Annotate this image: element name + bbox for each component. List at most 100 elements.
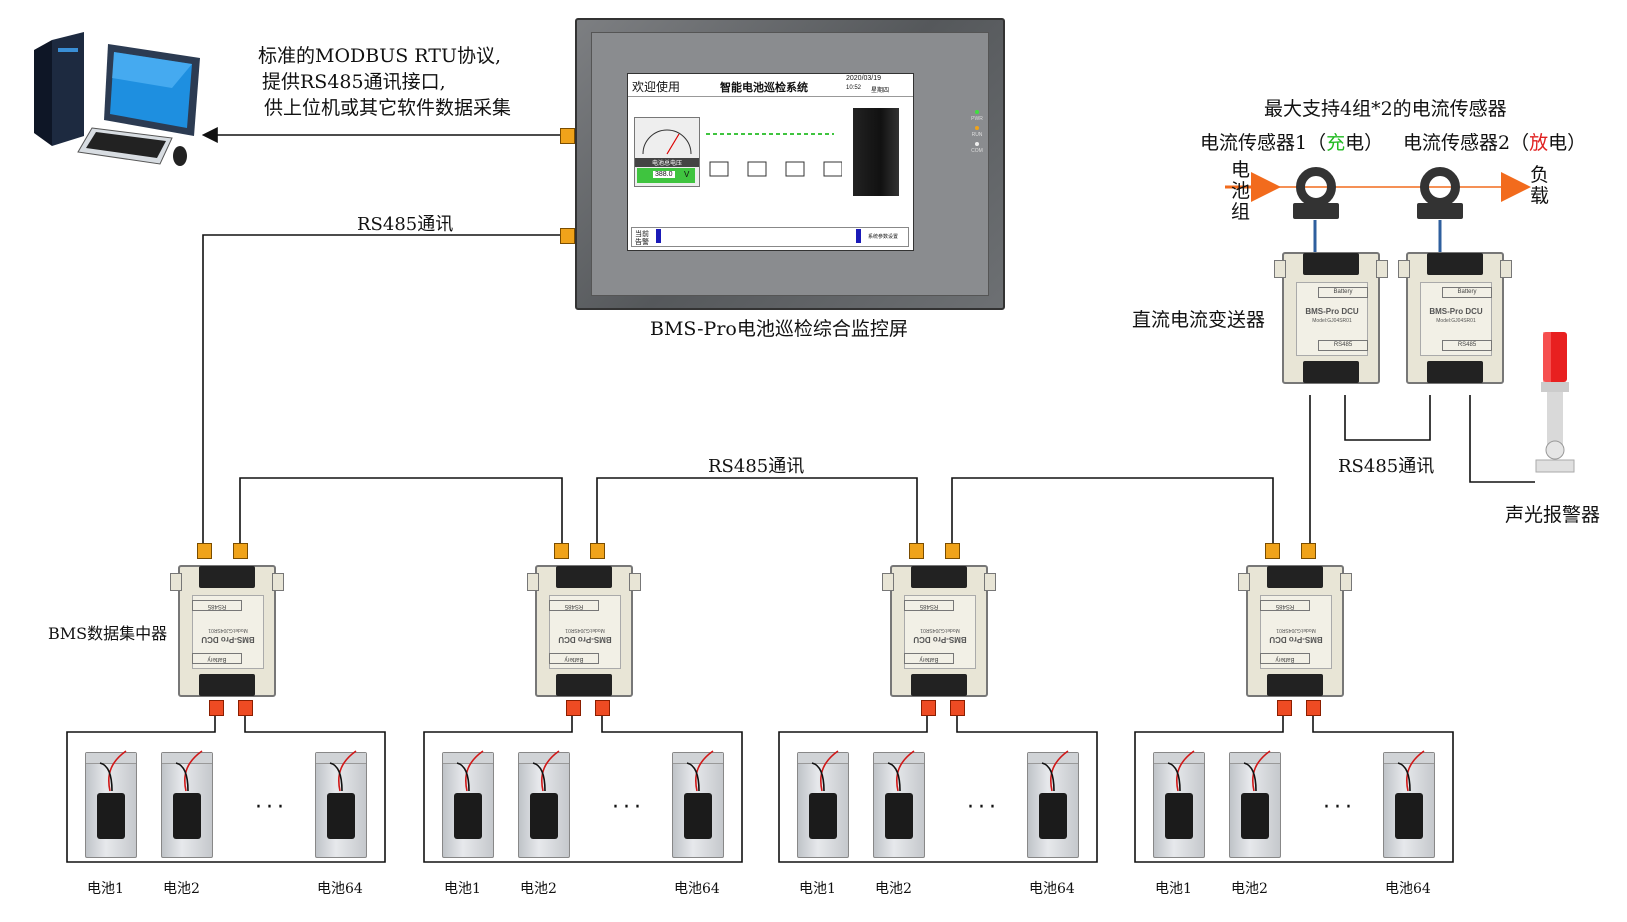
monitor-port-pc — [560, 128, 575, 144]
rs485-tag: RS485 — [1260, 600, 1310, 611]
battery-sensor-icon — [1241, 793, 1269, 839]
device-model: Model:GJ04SR01 — [1312, 318, 1352, 324]
battery-tag: Battery — [1260, 653, 1310, 664]
rs485-tag: RS485 — [1442, 340, 1492, 351]
device-model: Model:GJ04SR01 — [565, 627, 605, 633]
rs485-tag: RS485 — [549, 600, 599, 611]
rs485-chain-3 — [951, 477, 1274, 544]
pc-note-line1: 标准的MODBUS RTU协议, — [258, 45, 501, 67]
gauge-dial-icon — [642, 129, 692, 155]
pc-note-line3: 供上位机或其它软件数据采集 — [264, 97, 512, 119]
cabinet-icon — [853, 108, 899, 196]
pc-note-line2: 提供RS485通讯接口, — [262, 71, 446, 93]
battery-sensor-icon — [97, 793, 125, 839]
concentrator-2-rs485-out — [590, 543, 605, 559]
led-pwr: PWR — [971, 116, 983, 122]
rs485-chain-2 — [596, 477, 918, 544]
battery-label: 电池1 — [1155, 881, 1192, 897]
concentrator-4-battery-pos — [1306, 700, 1321, 716]
battery-label: 电池2 — [1231, 881, 1268, 897]
battery-tag: Battery — [1442, 287, 1492, 298]
rs485-transmitter-link — [1344, 395, 1431, 441]
battery-sensor-icon — [1395, 793, 1423, 839]
battery-3-3 — [1027, 750, 1079, 858]
monitor-port-rs485 — [560, 228, 575, 244]
battery-1-1 — [85, 750, 137, 858]
battery-ellipsis: ··· — [1323, 795, 1356, 820]
rs485-label-right: RS485通讯 — [1338, 456, 1435, 477]
screen-foot-right: 系统参数设置 — [868, 234, 899, 240]
battery-2-1 — [442, 750, 494, 858]
voltage-gauge: 电池总电压 388.0 V — [634, 117, 700, 187]
battery-tag: Battery — [904, 653, 954, 664]
gauge-unit: V — [684, 170, 690, 179]
concentrator-3-rs485-in — [909, 543, 924, 559]
battery-sensor-icon — [684, 793, 712, 839]
screen-welcome: 欢迎使用 — [632, 80, 681, 94]
battery-4-3 — [1383, 750, 1435, 858]
battery-3-1 — [797, 750, 849, 858]
concentrator-1-rs485-in — [197, 543, 212, 559]
battery-sensor-icon — [809, 793, 837, 839]
battery-4-1 — [1153, 750, 1205, 858]
concentrator-3-battery-neg — [921, 700, 936, 716]
rs485-monitor-line — [202, 234, 560, 544]
device-brand: BMS-Pro DCU — [201, 635, 255, 644]
battery-loop-3 — [778, 715, 1098, 863]
battery-sensor-icon — [885, 793, 913, 839]
device-model: Model:GJ04SR01 — [1436, 318, 1476, 324]
battery-status-icon — [706, 133, 842, 177]
rs485-tag: RS485 — [1318, 340, 1368, 351]
rs485-label-top: RS485通讯 — [357, 214, 454, 235]
battery-1-3 — [315, 750, 367, 858]
screen-foot-left2: 告警 — [635, 239, 649, 246]
screen-date: 2020/03/19 — [846, 75, 882, 82]
concentrator-4-rs485-in — [1265, 543, 1280, 559]
screen-title: 智能电池巡检系统 — [720, 82, 808, 94]
battery-tag: Battery — [1318, 287, 1368, 298]
battery-sensor-icon — [173, 793, 201, 839]
battery-4-2 — [1229, 750, 1281, 858]
battery-tag: Battery — [549, 653, 599, 664]
concentrator-1-battery-neg — [209, 700, 224, 716]
device-brand: BMS-Pro DCU — [1269, 635, 1323, 644]
battery-loop-4 — [1134, 715, 1454, 863]
sensor2-label: 电流传感器2（放电） — [1403, 132, 1587, 154]
battery-2-3 — [672, 750, 724, 858]
concentrator-4-rs485-out — [1301, 543, 1316, 559]
concentrator-2-battery-pos — [595, 700, 610, 716]
alarm-line — [1469, 395, 1535, 483]
battery-tag: Battery — [192, 653, 242, 664]
battery-sensor-icon — [530, 793, 558, 839]
battery-ellipsis: ··· — [967, 795, 1000, 820]
led-run: RUN — [971, 132, 983, 138]
rs485-label-mid: RS485通讯 — [708, 456, 805, 477]
battery-loop-1 — [66, 715, 386, 863]
load-label: 负 载 — [1530, 164, 1550, 207]
battery-label: 电池64 — [317, 881, 363, 897]
rs485-tag: RS485 — [904, 600, 954, 611]
concentrator-4-battery-neg — [1277, 700, 1292, 716]
battery-label: 电池1 — [87, 881, 124, 897]
alarm-light-icon — [1530, 332, 1580, 492]
concentrator-3-battery-pos — [950, 700, 965, 716]
battery-ellipsis: ··· — [255, 795, 288, 820]
battery-2-2 — [518, 750, 570, 858]
screen-foot-left1: 当前 — [635, 231, 649, 238]
concentrator-label: BMS数据集中器 — [48, 624, 168, 643]
device-brand: BMS-Pro DCU — [1429, 307, 1483, 316]
concentrator-1-rs485-out — [233, 543, 248, 559]
led-com: COM — [971, 148, 983, 154]
sensor2-highlight: 放 — [1529, 132, 1549, 154]
screen-time: 10:52 — [846, 85, 862, 91]
concentrator-1-battery-pos — [238, 700, 253, 716]
current-sensor-2-icon — [1420, 167, 1460, 207]
battery-sensor-icon — [1039, 793, 1067, 839]
battery-loop-2 — [423, 715, 743, 863]
gauge-value: 388.0 — [653, 171, 675, 178]
battery-label: 电池1 — [444, 881, 481, 897]
